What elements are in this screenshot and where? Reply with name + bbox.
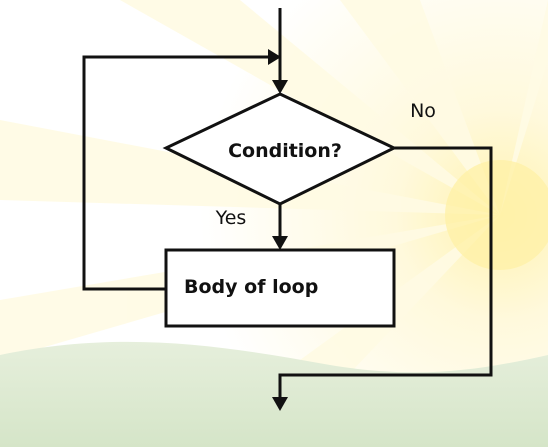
exit-arrowhead [272,397,288,411]
process-box [164,248,396,328]
yes-arrowhead [272,236,288,250]
decision-diamond [162,92,398,206]
flow-edges [82,8,493,411]
background-hills [0,341,548,447]
no-label: No [410,100,436,122]
yes-label: Yes [215,207,247,229]
loop-back-arrowhead [268,49,281,65]
process-label: Body of loop [184,276,318,298]
entry-arrowhead [272,80,288,94]
loop-back-edge [82,55,268,291]
decision-label: Condition? [228,140,342,162]
sun-icon [445,160,548,270]
no-edge [278,146,493,397]
